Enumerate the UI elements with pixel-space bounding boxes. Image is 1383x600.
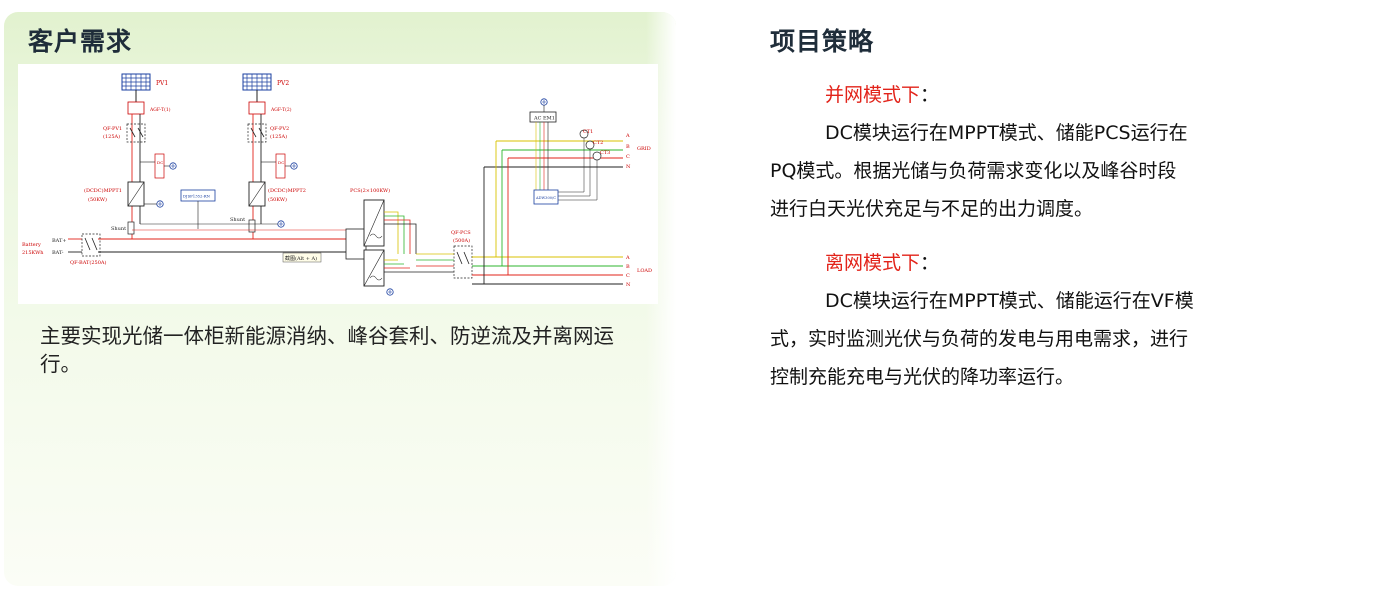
controller-box <box>533 189 559 205</box>
mppt2-label: (DCDC)MPPT2 <box>268 187 306 194</box>
load-label: LOAD <box>637 268 652 274</box>
wiring-diagram-svg: PV1 AGF-T(1) QF-PV1 (125A) DC (DCDC)MPPT… <box>22 73 652 296</box>
pv1-panel-icon <box>121 73 151 91</box>
pv2-dc-label: DC <box>278 160 284 165</box>
qf-pv2-switch <box>247 123 267 143</box>
off-grid-mode-heading: 离网模式下： <box>770 244 1270 282</box>
shunt2-box <box>248 219 256 233</box>
pv1-dc-meter <box>154 153 165 179</box>
grid-label: GRID <box>637 146 651 152</box>
qf-pv1-rating: (125A) <box>103 133 120 140</box>
ct1-label: CT1 <box>583 129 593 135</box>
strategy-text-block: 并网模式下： DC模块运行在MPPT模式、储能PCS运行在 PQ模式。根据光储与… <box>770 76 1270 396</box>
grid-bus <box>483 140 623 284</box>
screenshot-tooltip <box>282 252 322 263</box>
center-meter-label: DJSF1352-RN <box>183 194 211 199</box>
qf-bat-label: QF-BAT(250A) <box>70 259 106 266</box>
agf1-label: AGF-T(1) <box>149 106 171 113</box>
pv2-branch: PV2 AGF-T(2) QF-PV2 (125A) DC (DCDC)MPPT… <box>230 73 306 239</box>
battery-label: Battery <box>22 242 41 248</box>
grid-mode-heading: 并网模式下： <box>770 76 1270 114</box>
load-phase-a: A <box>625 255 630 261</box>
system-wiring-diagram: PV1 AGF-T(1) QF-PV1 (125A) DC (DCDC)MPPT… <box>18 64 658 304</box>
ac-em1-label: AC EM1 <box>533 116 555 122</box>
bat-plus-label: BAT+ <box>52 238 67 244</box>
off-grid-mode-label: 离网模式下 <box>825 252 921 274</box>
off-grid-line-3: 控制充能充电与光伏的降功率运行。 <box>770 366 1075 388</box>
agf2-label: AGF-T(2) <box>270 106 292 113</box>
grid-phase-c: C <box>626 154 630 160</box>
customer-demand-description: 主要实现光储一体柜新能源消纳、峰谷套利、防逆流及并离网运行。 <box>40 324 614 376</box>
load-bus <box>472 256 623 285</box>
pv1-label: PV1 <box>156 80 168 87</box>
mppt2-power: (50KW) <box>268 196 287 203</box>
mppt1-label: (DCDC)MPPT1 <box>84 187 122 194</box>
customer-demand-title: 客户需求 <box>28 27 133 56</box>
mppt1-power: (50KW) <box>88 196 107 203</box>
qf-pcs-switch <box>453 245 473 279</box>
grid-mode-colon: ： <box>920 84 940 106</box>
qf-pcs-rating: (500A) <box>453 237 470 244</box>
pcs-label: PCS(2×100KW) <box>350 187 390 194</box>
pv2-label: PV2 <box>277 80 289 87</box>
qf-pv2-label: QF-PV2 <box>270 126 289 132</box>
load-phase-n: N <box>626 282 631 288</box>
grid-mode-label: 并网模式下 <box>825 84 921 106</box>
screenshot-tooltip-text: 截图(Alt + A) <box>285 255 317 262</box>
load-phase-c: C <box>626 273 630 279</box>
qf-pcs-label: QF-PCS <box>451 230 471 236</box>
off-grid-line-1: DC模块运行在MPPT模式、储能运行在VF模 <box>825 290 1194 312</box>
load-phase-b: B <box>626 264 630 270</box>
grid-mode-line-3: 进行白天光伏充足与不足的出力调度。 <box>770 198 1094 220</box>
qf-bat-switch <box>81 233 101 257</box>
qf-pv1-label: QF-PV1 <box>103 126 122 132</box>
shunt2-label: Shunt <box>230 217 245 223</box>
pv1-branch: PV1 AGF-T(1) QF-PV1 (125A) DC (DCDC)MPPT… <box>84 73 177 239</box>
shunt1-label: Shunt <box>111 226 126 232</box>
qf-pv1-switch <box>126 123 146 143</box>
ac-em1-box <box>529 111 557 123</box>
grid-mode-line-1: DC模块运行在MPPT模式、储能PCS运行在 <box>825 122 1188 144</box>
ct3-label: CT3 <box>600 150 610 156</box>
agf1-box <box>127 101 145 115</box>
qf-pv2-rating: (125A) <box>270 133 287 140</box>
controller-label: ADW300/C <box>535 196 556 200</box>
ct2-label: CT2 <box>593 140 603 146</box>
off-grid-mode-colon: ： <box>920 252 940 274</box>
grid-phase-b: B <box>626 144 630 150</box>
off-grid-line-2: 式，实时监测光伏与负荷的发电与用电需求，进行 <box>770 328 1189 350</box>
bat-minus-label: BAT- <box>52 250 64 256</box>
project-strategy-title: 项目策略 <box>770 27 875 56</box>
pv2-panel-icon <box>242 73 272 91</box>
pv1-dc-label: DC <box>157 160 163 165</box>
shunt1-box <box>127 221 135 235</box>
grid-mode-line-2: PQ模式。根据光储与负荷需求变化以及峰谷时段 <box>770 160 1177 182</box>
battery-capacity: 215KWh <box>22 250 44 256</box>
agf2-box <box>248 101 266 115</box>
pv2-dc-meter <box>275 153 286 179</box>
grid-phase-a: A <box>625 133 630 139</box>
grid-phase-n: N <box>626 164 631 170</box>
